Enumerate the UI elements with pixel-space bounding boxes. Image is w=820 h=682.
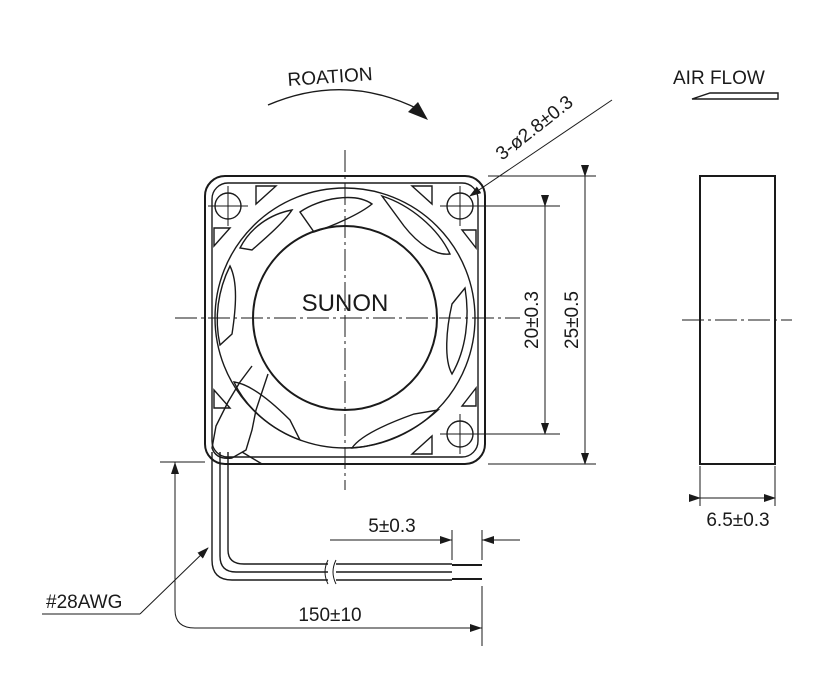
mounting-hole-top-left: [208, 186, 248, 226]
wire-channel-edge: [241, 451, 263, 465]
dim-frame: 25±0.5: [488, 165, 596, 465]
wire-gauge-callout: #28AWG: [42, 547, 209, 615]
dim-lead-length-label: 150±10: [298, 605, 361, 626]
rotation-arc: [267, 88, 421, 111]
brand-label: SUNON: [302, 290, 389, 317]
dim-lead-length: 150±10: [160, 461, 483, 646]
airflow-indicator: AIR FLOW: [673, 68, 779, 100]
dim-strip-label: 5±0.3: [368, 516, 415, 537]
dim-hole-spacing-label: 20±0.3: [522, 291, 543, 349]
dim-thickness-label: 6.5±0.3: [706, 510, 769, 531]
dim-hole-spacing: 20±0.3: [472, 195, 560, 435]
rotation-indicator: ROATION: [267, 64, 428, 120]
airflow-label: AIR FLOW: [673, 68, 765, 89]
rotation-arrow-icon: [408, 102, 428, 120]
hole-label: 3-ø2.8±0.3: [492, 92, 577, 165]
lead-wires: [211, 452, 482, 585]
airflow-arrow-icon: [691, 92, 779, 100]
dim-frame-label: 25±0.5: [562, 291, 583, 349]
corner-triangles: [213, 185, 477, 455]
wire-break: [324, 559, 337, 585]
wire-gauge-label: #28AWG: [46, 592, 122, 613]
hole-callout: 3-ø2.8±0.3: [469, 92, 613, 197]
dim-strip: 5±0.3: [330, 516, 520, 560]
rotation-label: ROATION: [287, 64, 373, 91]
fan-blades: [216, 194, 468, 449]
side-view: 6.5±0.3: [682, 175, 792, 531]
front-view: SUNON: [175, 150, 520, 490]
wire-channel: [211, 365, 269, 459]
